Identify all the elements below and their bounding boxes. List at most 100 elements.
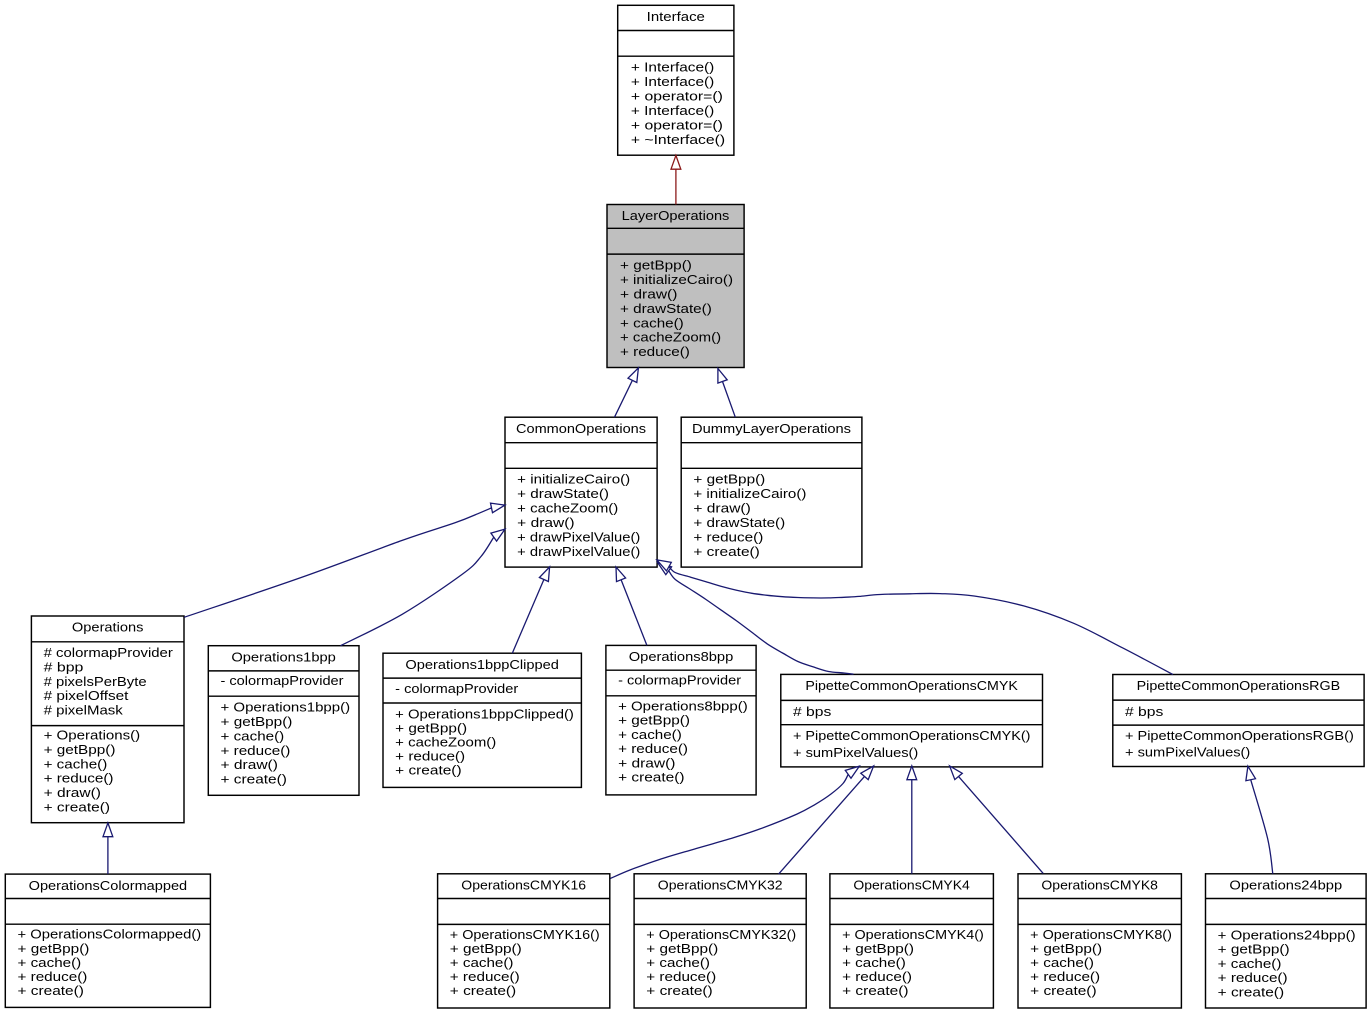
svg-text:+ reduce(): + reduce() bbox=[395, 749, 465, 764]
svg-text:+ draw(): + draw() bbox=[618, 755, 675, 770]
svg-text:+ create(): + create() bbox=[1218, 984, 1284, 999]
svg-text:+ drawPixelValue(): + drawPixelValue() bbox=[517, 530, 640, 545]
svg-text:+ create(): + create() bbox=[646, 983, 712, 998]
svg-text:+ PipetteCommonOperationsCMYK(: + PipetteCommonOperationsCMYK() bbox=[793, 728, 1031, 743]
svg-text:+ sumPixelValues(): + sumPixelValues() bbox=[1125, 745, 1250, 760]
svg-text:+ cache(): + cache() bbox=[620, 315, 684, 330]
svg-text:+ create(): + create() bbox=[693, 544, 759, 559]
svg-text:+ getBpp(): + getBpp() bbox=[395, 720, 467, 735]
svg-text:+ reduce(): + reduce() bbox=[450, 969, 520, 984]
svg-text:+ draw(): + draw() bbox=[693, 501, 750, 516]
svg-text:+ reduce(): + reduce() bbox=[1030, 969, 1100, 984]
svg-text:+ initializeCairo(): + initializeCairo() bbox=[693, 486, 806, 501]
svg-text:# bpp: # bpp bbox=[44, 660, 84, 675]
svg-text:+ drawState(): + drawState() bbox=[693, 515, 785, 530]
svg-text:+ drawState(): + drawState() bbox=[517, 486, 609, 501]
svg-text:PipetteCommonOperationsCMYK: PipetteCommonOperationsCMYK bbox=[805, 678, 1018, 693]
svg-text:+ operator=(): + operator=() bbox=[631, 118, 723, 133]
svg-text:+ reduce(): + reduce() bbox=[620, 344, 690, 359]
svg-text:+ OperationsColormapped(): + OperationsColormapped() bbox=[18, 927, 202, 942]
svg-text:Interface: Interface bbox=[647, 9, 705, 24]
svg-text:+ OperationsCMYK4(): + OperationsCMYK4() bbox=[842, 927, 984, 942]
svg-text:+ initializeCairo(): + initializeCairo() bbox=[620, 272, 733, 287]
svg-text:+ cache(): + cache() bbox=[646, 955, 710, 970]
svg-text:+ Operations(): + Operations() bbox=[44, 728, 141, 743]
svg-text:+ reduce(): + reduce() bbox=[646, 969, 716, 984]
svg-text:+ create(): + create() bbox=[1030, 983, 1096, 998]
svg-text:+ getBpp(): + getBpp() bbox=[221, 714, 293, 729]
svg-text:+ cache(): + cache() bbox=[44, 756, 108, 771]
svg-text:+ Operations1bpp(): + Operations1bpp() bbox=[221, 700, 351, 715]
svg-text:+ reduce(): + reduce() bbox=[693, 530, 763, 545]
svg-text:+ cache(): + cache() bbox=[842, 955, 906, 970]
svg-text:+ cache(): + cache() bbox=[18, 955, 82, 970]
svg-text:+ getBpp(): + getBpp() bbox=[618, 713, 690, 728]
svg-text:+ reduce(): + reduce() bbox=[221, 743, 291, 758]
svg-text:+ initializeCairo(): + initializeCairo() bbox=[517, 472, 630, 487]
svg-text:+ Operations24bpp(): + Operations24bpp() bbox=[1218, 927, 1356, 942]
svg-text:Operations: Operations bbox=[72, 620, 144, 635]
svg-text:+ create(): + create() bbox=[842, 983, 908, 998]
svg-text:+ cacheZoom(): + cacheZoom() bbox=[395, 735, 496, 750]
svg-text:+ getBpp(): + getBpp() bbox=[693, 472, 765, 487]
svg-text:CommonOperations: CommonOperations bbox=[516, 421, 647, 436]
svg-text:+ Interface(): + Interface() bbox=[631, 60, 714, 75]
svg-text:- colormapProvider: - colormapProvider bbox=[618, 672, 742, 687]
svg-text:Operations1bpp: Operations1bpp bbox=[231, 649, 336, 664]
svg-text:# bps: # bps bbox=[1125, 704, 1164, 719]
svg-text:OperationsColormapped: OperationsColormapped bbox=[29, 878, 188, 893]
svg-text:# pixelMask: # pixelMask bbox=[44, 703, 124, 718]
svg-text:+ draw(): + draw() bbox=[620, 286, 677, 301]
svg-text:LayerOperations: LayerOperations bbox=[622, 208, 730, 223]
svg-text:+ ~Interface(): + ~Interface() bbox=[631, 132, 725, 147]
svg-text:+ create(): + create() bbox=[618, 770, 684, 785]
svg-text:# bps: # bps bbox=[793, 704, 832, 719]
svg-text:+ create(): + create() bbox=[450, 983, 516, 998]
svg-text:+ OperationsCMYK8(): + OperationsCMYK8() bbox=[1030, 927, 1172, 942]
svg-text:+ create(): + create() bbox=[18, 983, 84, 998]
svg-text:+ cache(): + cache() bbox=[221, 728, 285, 743]
svg-text:+ operator=(): + operator=() bbox=[631, 89, 723, 104]
svg-text:PipetteCommonOperationsRGB: PipetteCommonOperationsRGB bbox=[1137, 678, 1341, 693]
svg-text:+ OperationsCMYK16(): + OperationsCMYK16() bbox=[450, 927, 600, 942]
svg-text:+ cache(): + cache() bbox=[618, 727, 682, 742]
svg-text:+ PipetteCommonOperationsRGB(): + PipetteCommonOperationsRGB() bbox=[1125, 728, 1354, 743]
svg-text:+ getBpp(): + getBpp() bbox=[18, 941, 90, 956]
svg-text:+ getBpp(): + getBpp() bbox=[620, 258, 692, 273]
svg-text:OperationsCMYK4: OperationsCMYK4 bbox=[853, 878, 970, 893]
svg-text:+ Interface(): + Interface() bbox=[631, 74, 714, 89]
svg-text:+ getBpp(): + getBpp() bbox=[450, 941, 522, 956]
svg-text:+ Interface(): + Interface() bbox=[631, 103, 714, 118]
svg-text:- colormapProvider: - colormapProvider bbox=[221, 673, 345, 688]
svg-text:+ getBpp(): + getBpp() bbox=[646, 941, 718, 956]
svg-text:+ getBpp(): + getBpp() bbox=[1218, 942, 1290, 957]
svg-text:+ getBpp(): + getBpp() bbox=[44, 742, 116, 757]
svg-text:+ draw(): + draw() bbox=[517, 515, 574, 530]
svg-text:+ draw(): + draw() bbox=[44, 785, 101, 800]
svg-text:+ draw(): + draw() bbox=[221, 757, 278, 772]
svg-text:+ create(): + create() bbox=[221, 772, 287, 787]
svg-text:+ Operations8bpp(): + Operations8bpp() bbox=[618, 698, 748, 713]
svg-text:+ create(): + create() bbox=[395, 763, 461, 778]
svg-text:+ getBpp(): + getBpp() bbox=[842, 941, 914, 956]
svg-text:+ cache(): + cache() bbox=[1218, 956, 1282, 971]
svg-text:- colormapProvider: - colormapProvider bbox=[395, 681, 519, 696]
svg-text:OperationsCMYK8: OperationsCMYK8 bbox=[1041, 878, 1158, 893]
svg-text:+ reduce(): + reduce() bbox=[842, 969, 912, 984]
svg-text:# colormapProvider: # colormapProvider bbox=[44, 645, 174, 660]
svg-text:Operations1bppClipped: Operations1bppClipped bbox=[405, 657, 559, 672]
svg-text:+ drawPixelValue(): + drawPixelValue() bbox=[517, 544, 640, 559]
svg-text:Operations24bpp: Operations24bpp bbox=[1229, 878, 1342, 893]
svg-text:+ reduce(): + reduce() bbox=[44, 771, 114, 786]
svg-text:OperationsCMYK16: OperationsCMYK16 bbox=[461, 878, 586, 893]
svg-text:# pixelsPerByte: # pixelsPerByte bbox=[44, 674, 147, 689]
svg-text:+ OperationsCMYK32(): + OperationsCMYK32() bbox=[646, 927, 796, 942]
svg-text:DummyLayerOperations: DummyLayerOperations bbox=[692, 421, 852, 436]
svg-text:+ cache(): + cache() bbox=[1030, 955, 1094, 970]
svg-text:OperationsCMYK32: OperationsCMYK32 bbox=[658, 878, 783, 893]
svg-text:+ drawState(): + drawState() bbox=[620, 301, 712, 316]
svg-text:+ sumPixelValues(): + sumPixelValues() bbox=[793, 745, 918, 760]
svg-text:+ Operations1bppClipped(): + Operations1bppClipped() bbox=[395, 706, 574, 721]
svg-text:+ getBpp(): + getBpp() bbox=[1030, 941, 1102, 956]
svg-text:Operations8bpp: Operations8bpp bbox=[629, 649, 734, 664]
